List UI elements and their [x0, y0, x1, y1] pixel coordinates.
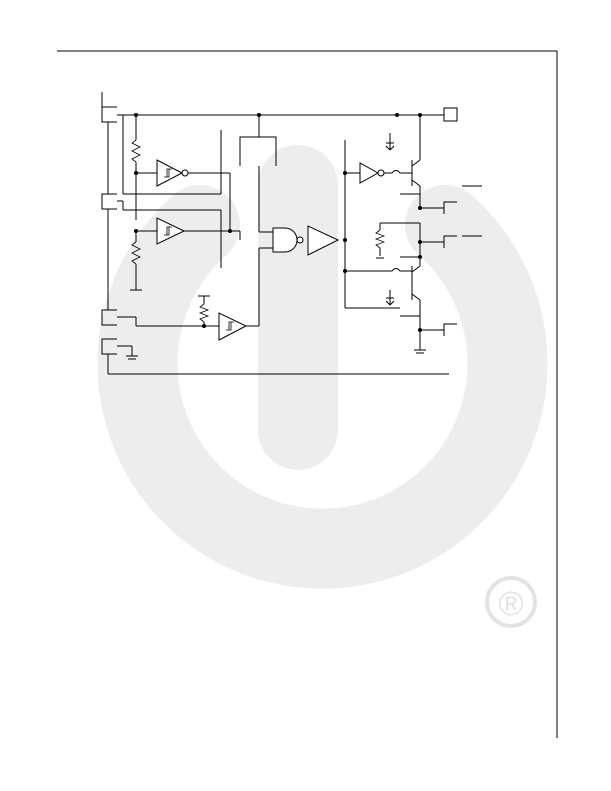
left-pins	[101, 92, 449, 375]
pin-box-3	[101, 309, 117, 326]
output-stage	[343, 115, 482, 354]
logic-block	[239, 115, 347, 256]
registered-mark: ®	[485, 576, 537, 628]
vcc-output-pin	[443, 107, 458, 122]
schmitt-buffer-3	[218, 312, 248, 341]
driver-buffer	[307, 225, 340, 256]
resistor-r2	[131, 241, 141, 265]
resistor-r4	[374, 229, 386, 249]
nand-gate	[272, 227, 298, 253]
reference-block	[239, 136, 277, 166]
output-pin-b	[443, 235, 457, 248]
schmitt-buffer-1	[156, 159, 184, 187]
comparator-block-3	[117, 248, 260, 360]
page-frame	[57, 50, 558, 738]
resistor-r3	[198, 303, 210, 323]
inverter-output	[359, 162, 380, 184]
resistor-r1	[131, 139, 141, 163]
pin-box-4	[101, 338, 117, 355]
pin-box-1	[101, 106, 117, 123]
output-pin-c	[443, 323, 457, 336]
power-symbol-watermark	[97, 145, 548, 589]
registered-mark-text: ®	[498, 585, 523, 623]
pin-box-2	[101, 193, 117, 210]
circuit-diagram	[101, 92, 482, 375]
schmitt-buffer-2	[156, 217, 186, 245]
vcc-rail	[117, 107, 458, 122]
output-pin-a	[443, 201, 457, 214]
comparator-block-2	[117, 200, 240, 291]
